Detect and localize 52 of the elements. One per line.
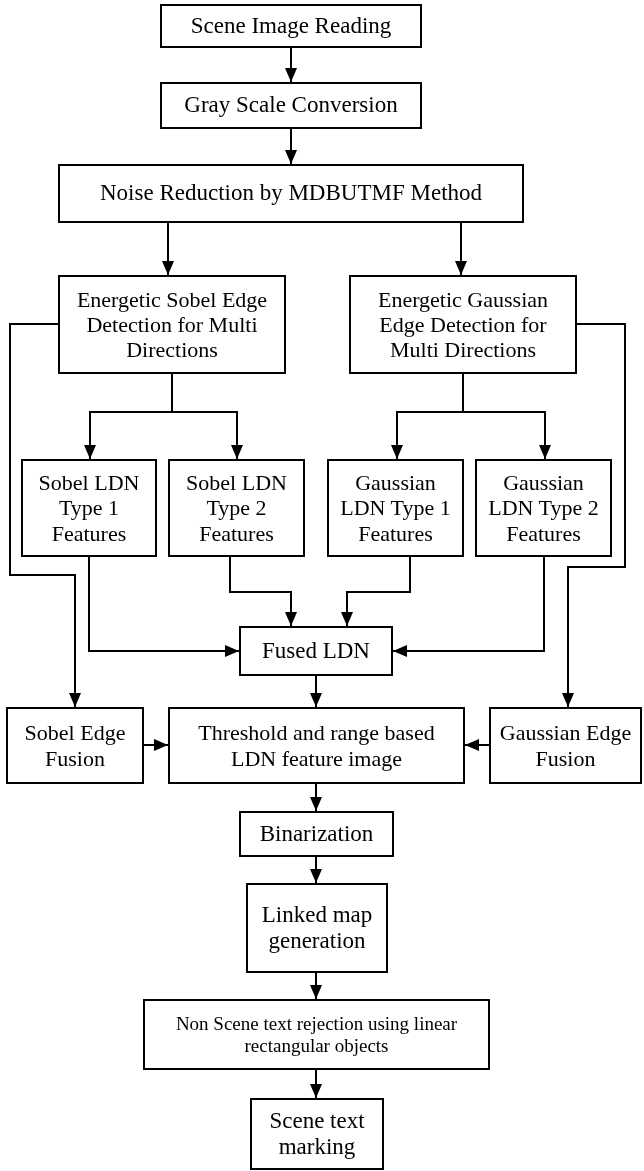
step-label: Energetic Sobel Edge Detection for Multi Directions <box>75 286 269 363</box>
process-box <box>168 707 465 784</box>
arrow <box>310 1069 322 1099</box>
process-box <box>143 999 490 1070</box>
process-box <box>58 275 286 374</box>
arrow <box>171 373 243 460</box>
arrow <box>455 222 467 276</box>
arrow <box>143 739 169 751</box>
process-box <box>160 82 422 129</box>
arrow <box>392 556 545 657</box>
arrow <box>562 323 626 708</box>
process-box <box>6 707 144 784</box>
arrow <box>285 47 297 83</box>
step-label: Gray Scale Conversion <box>184 92 398 119</box>
step-label: Scene Image Reading <box>190 12 392 40</box>
process-box <box>21 459 157 557</box>
process-box <box>246 883 388 973</box>
arrow <box>88 556 240 657</box>
step-label: Gaussian Edge Fusion <box>498 720 633 771</box>
process-box <box>489 707 642 784</box>
arrow <box>464 739 490 751</box>
process-box <box>475 459 612 557</box>
process-box <box>239 626 393 676</box>
process-box <box>250 1098 384 1170</box>
step-label: Fused LDN <box>262 637 370 665</box>
process-box <box>349 275 577 374</box>
process-box <box>327 459 464 557</box>
arrow <box>341 556 411 627</box>
process-box <box>58 164 524 223</box>
step-label: Sobel LDN Type 2 Features <box>185 470 288 546</box>
arrow <box>310 675 322 708</box>
step-label: Threshold and range based LDN feature image <box>197 720 436 771</box>
process-box <box>168 459 305 557</box>
step-label: Gaussian LDN Type 2 Features <box>487 470 600 546</box>
arrow <box>310 856 322 884</box>
arrow <box>310 783 322 812</box>
process-box <box>160 4 422 48</box>
arrow <box>285 128 297 165</box>
step-label: Scene text marking <box>268 1107 366 1161</box>
process-box <box>239 811 394 857</box>
arrow <box>9 323 81 708</box>
step-label: Gaussian LDN Type 1 Features <box>339 470 452 546</box>
step-label: Non Scene text rejection using linear rectangular objects <box>174 1012 459 1057</box>
step-label: Sobel Edge Fusion <box>23 720 127 771</box>
step-label: Energetic Gaussian Edge Detection for Multi Directions <box>376 286 549 363</box>
arrow <box>310 972 322 1000</box>
step-label: Binarization <box>259 820 374 848</box>
step-label: Noise Reduction by MDBUTMF Method <box>99 180 483 207</box>
arrow <box>162 222 174 276</box>
step-label: Sobel LDN Type 1 Features <box>37 470 141 546</box>
step-label: Linked map generation <box>260 901 374 955</box>
arrow <box>229 556 297 627</box>
